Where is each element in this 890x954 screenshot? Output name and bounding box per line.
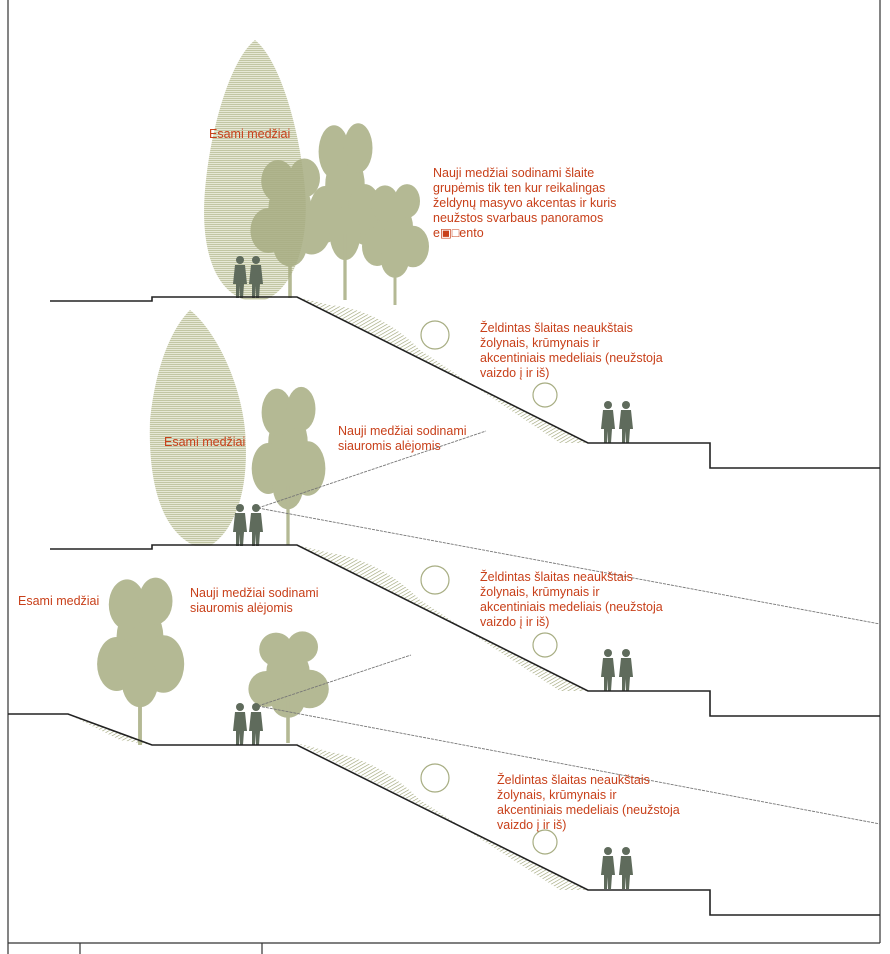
label-existing-trees-1: Esami medžiai bbox=[209, 127, 291, 141]
ground-line-2 bbox=[50, 544, 880, 717]
shrubs-3 bbox=[420, 763, 558, 855]
label-existing-trees-3: Esami medžiai bbox=[18, 594, 100, 608]
section-2 bbox=[50, 310, 881, 717]
label-slope-2: Želdintas šlaitas neaukštais žolynais, k… bbox=[480, 570, 663, 629]
label-existing-trees-2: Esami medžiai bbox=[164, 435, 246, 449]
ground-line-1 bbox=[50, 296, 880, 469]
label-slope-1: Želdintas šlaitas neaukštais žolynais, k… bbox=[480, 321, 663, 380]
existing-tree-2 bbox=[149, 310, 246, 546]
label-new-trees-3: Nauji medžiai sodinami siauromis alėjomi… bbox=[190, 586, 319, 615]
shrubs-1 bbox=[420, 320, 558, 408]
frame bbox=[7, 0, 881, 954]
shrubs-2 bbox=[420, 565, 558, 658]
section-1 bbox=[50, 40, 880, 469]
label-new-trees-1: Nauji medžiai sodinami šlaite grupėmis t… bbox=[433, 166, 617, 240]
ground-line-3 bbox=[8, 713, 880, 916]
new-trees-2 bbox=[251, 386, 326, 545]
section-3 bbox=[8, 577, 881, 916]
sightlines-2 bbox=[257, 430, 881, 625]
label-slope-3: Želdintas šlaitas neaukštais žolynais, k… bbox=[497, 773, 680, 832]
sightlines-3 bbox=[257, 654, 881, 825]
label-new-trees-2: Nauji medžiai sodinami siauromis alėjomi… bbox=[338, 424, 467, 453]
